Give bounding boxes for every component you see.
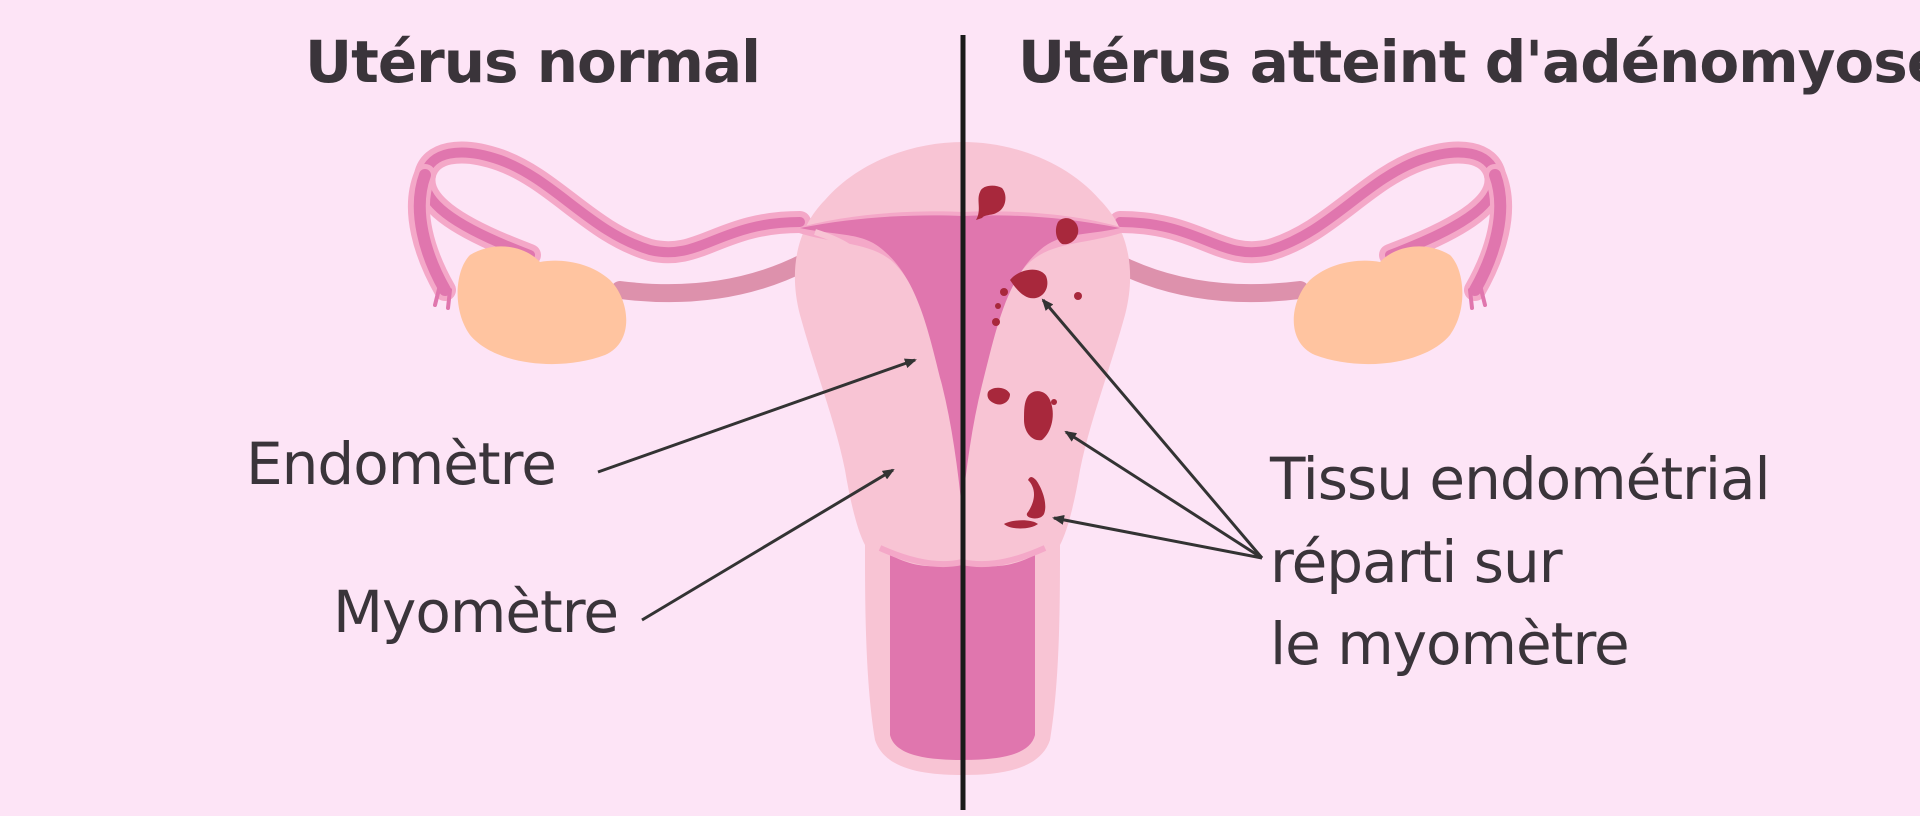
title-normal-uterus: Utérus normal: [305, 28, 761, 96]
lesion-arrow-middle: [1064, 430, 1263, 560]
right-ovary: [1293, 246, 1463, 365]
right-ovarian-ligament: [1106, 253, 1309, 303]
label-endometrium: Endomètre: [246, 430, 557, 498]
lesion-12: [1004, 520, 1038, 529]
label-myometrium: Myomètre: [333, 578, 619, 646]
left-ovary: [457, 246, 627, 365]
lesion-11: [1026, 477, 1046, 519]
label-tissue-line-3: le myomètre: [1270, 610, 1630, 678]
lesion-1: [976, 185, 1006, 220]
lesion-arrow-upper: [1041, 298, 1264, 559]
lesion-8: [987, 387, 1010, 405]
title-adenomyosis-uterus: Utérus atteint d'adénomyose: [1018, 28, 1920, 96]
lesion-3: [1010, 269, 1048, 299]
label-tissue-line-2: réparti sur: [1270, 528, 1563, 596]
pointer-arrows: [597, 298, 1264, 622]
lesion-4: [1000, 288, 1008, 296]
lesion-2: [1055, 218, 1079, 245]
left-fallopian-tube: [407, 141, 811, 310]
lesion-arrow-lower: [1052, 514, 1263, 560]
lesion-6: [992, 318, 1000, 326]
lesion-7: [1074, 292, 1082, 300]
left-ovarian-ligament: [611, 253, 814, 303]
label-tissue-line-1: Tissu endométrial: [1270, 445, 1771, 513]
lesion-9: [1024, 391, 1053, 441]
myometrium-arrow: [641, 468, 895, 622]
lesion-5: [995, 303, 1001, 309]
endometrium-arrow: [597, 358, 917, 474]
lesion-10: [1051, 399, 1057, 405]
right-fallopian-tube: [1109, 141, 1513, 310]
adenomyosis-lesions: [976, 185, 1082, 529]
